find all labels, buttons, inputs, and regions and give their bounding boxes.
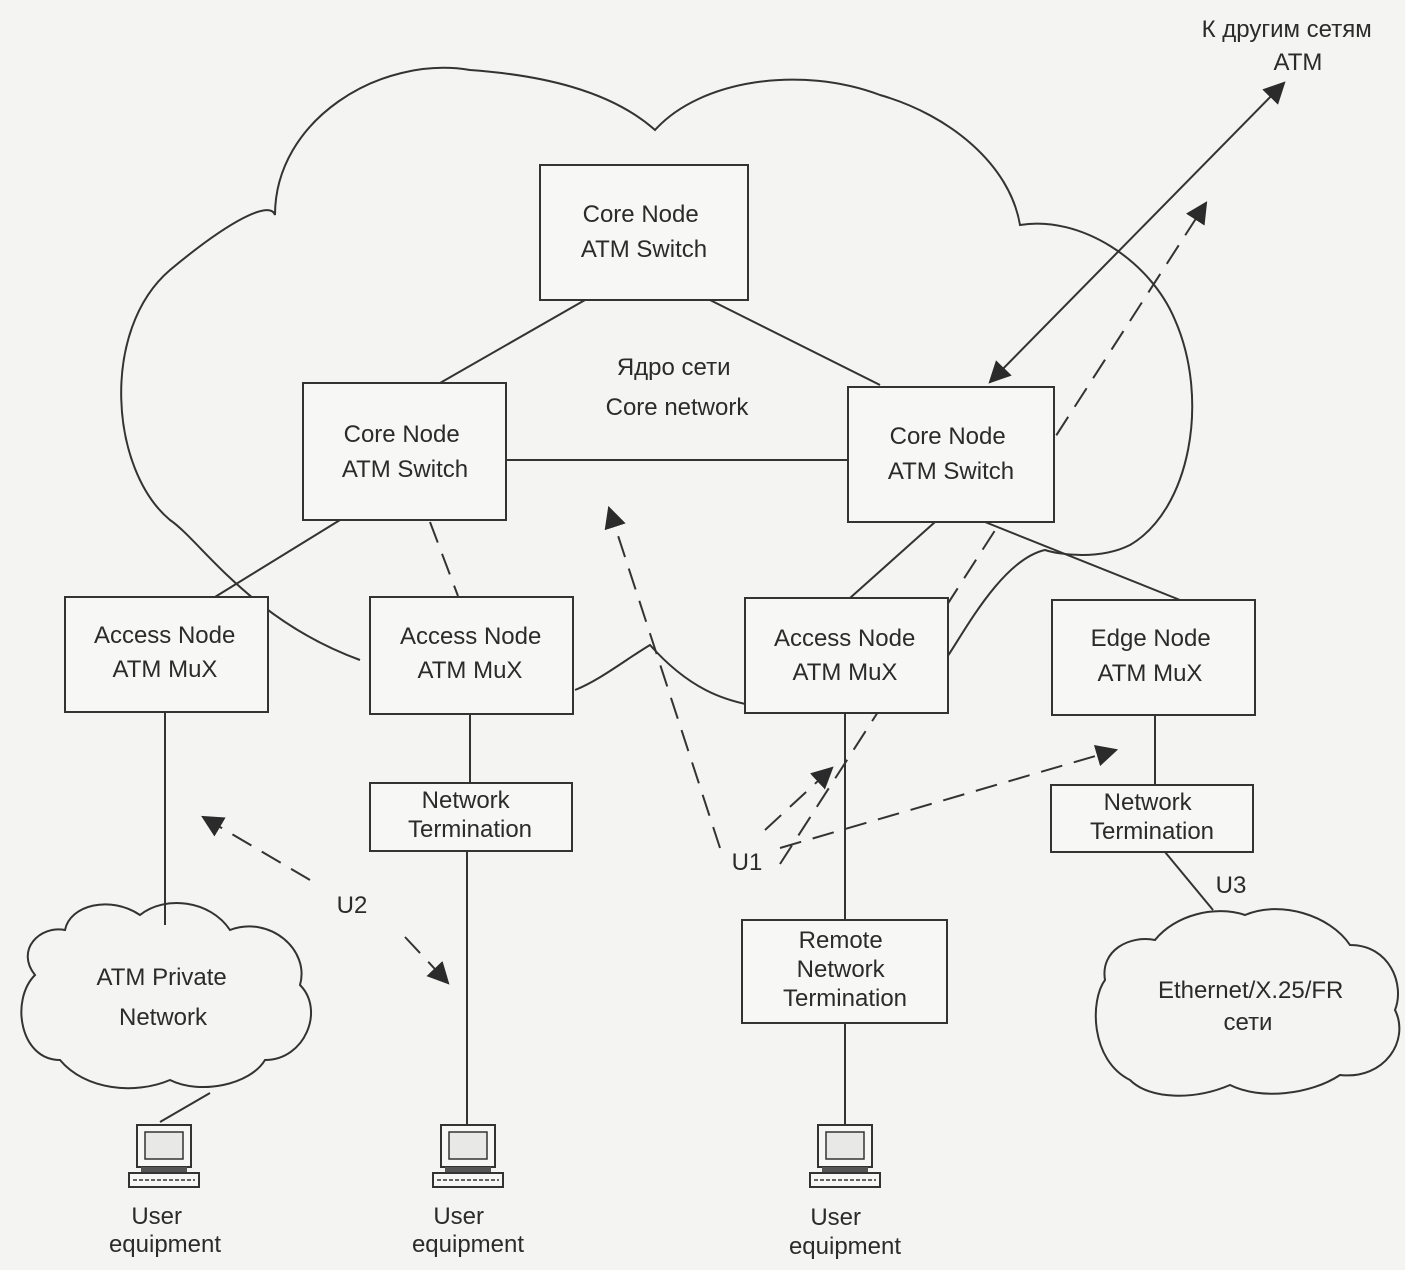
- remote-network-termination-box: [741, 919, 948, 1024]
- access-node-3-box: [744, 597, 949, 714]
- computer-icon: [128, 1124, 200, 1188]
- private-network-label: ATM Private Network: [97, 964, 234, 1031]
- core-node-left-label: Core Node ATM Switch: [342, 421, 468, 483]
- access-node-2-box: [369, 596, 574, 715]
- core-network-label: Ядро сети Core network: [606, 354, 750, 421]
- computer-icon: [432, 1124, 504, 1188]
- interface-u3-label: U3: [1216, 872, 1247, 899]
- user-equipment-3-label: User equipment: [789, 1204, 901, 1260]
- ethernet-cloud-label: Ethernet/X.25/FR сети: [1158, 977, 1350, 1036]
- core-node-top-label: Core Node ATM Switch: [581, 201, 707, 263]
- external-networks-label: К другим сетям ATM: [1202, 16, 1379, 76]
- core-node-top-box: [539, 164, 749, 301]
- edge-node-box: [1051, 599, 1256, 716]
- computer-icon: [809, 1124, 881, 1188]
- access-node-1-label: Access Node ATM MuX: [94, 622, 242, 683]
- access-node-1-box: [64, 596, 269, 713]
- core-node-left-box: [302, 382, 507, 521]
- remote-network-termination-label: Remote Network Termination: [783, 927, 907, 1012]
- core-network-cloud: [120, 66, 1194, 661]
- access-node-3-label: Access Node ATM MuX: [774, 625, 922, 686]
- core-node-right-label: Core Node ATM Switch: [888, 423, 1014, 485]
- ethernet-cloud: [1094, 908, 1401, 1097]
- interface-u2-label: U2: [337, 892, 368, 919]
- network-termination-1-label: Network Termination: [408, 787, 532, 843]
- interface-paths: [201, 201, 1208, 985]
- network-links: [159, 81, 1286, 1125]
- network-termination-2-box: [1050, 784, 1254, 853]
- private-network-cloud: [20, 902, 312, 1090]
- user-equipment-2-label: User equipment: [412, 1203, 524, 1258]
- network-termination-1-box: [369, 782, 573, 852]
- core-node-right-box: [847, 386, 1055, 523]
- user-equipment-1-label: User equipment: [109, 1203, 221, 1258]
- interface-u1-label: U1: [732, 849, 763, 876]
- core-cloud-lower-arc: [574, 643, 751, 706]
- access-node-2-label: Access Node ATM MuX: [400, 623, 548, 684]
- network-termination-2-label: Network Termination: [1090, 789, 1214, 845]
- edge-node-label: Edge Node ATM MuX: [1091, 625, 1218, 687]
